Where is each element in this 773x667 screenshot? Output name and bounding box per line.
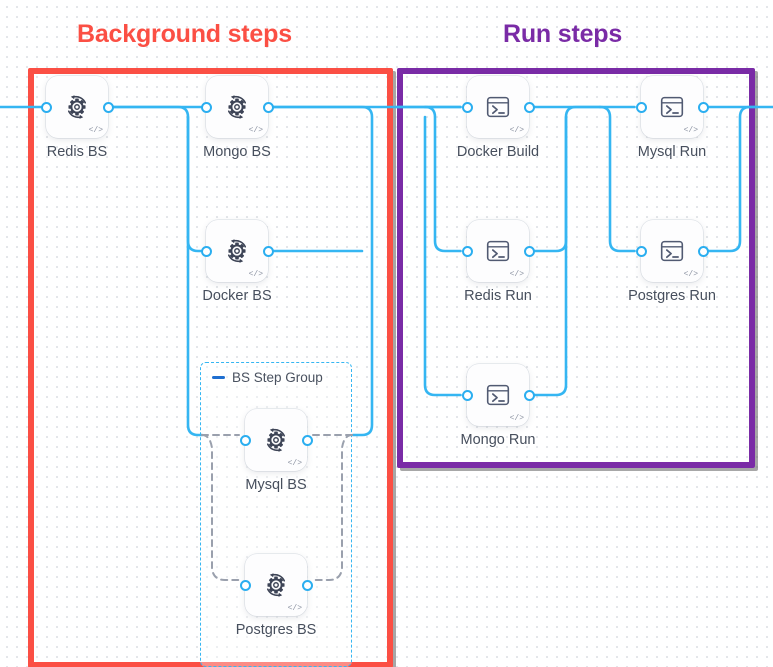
port-left-redis-bs[interactable]: [40, 101, 52, 113]
node-card-mongo-run[interactable]: </>: [467, 364, 529, 426]
step-group-label: BS Step Group: [232, 370, 323, 385]
port-left-redis-run[interactable]: [461, 245, 473, 257]
port-right-redis-bs[interactable]: [102, 101, 114, 113]
port-right-docker-bs[interactable]: [262, 245, 274, 257]
node-label-postgres-run: Postgres Run: [628, 288, 716, 304]
port-right-mongo-run[interactable]: [523, 389, 535, 401]
port-left-docker-bs[interactable]: [200, 245, 212, 257]
code-badge-icon[interactable]: </>: [287, 459, 302, 468]
node-label-redis-bs: Redis BS: [46, 144, 108, 160]
code-badge-icon[interactable]: </>: [509, 126, 524, 135]
node-postgres-bs[interactable]: </> Postgres BS: [236, 554, 316, 638]
node-label-mongo-bs: Mongo BS: [203, 144, 271, 160]
node-card-mongo-bs[interactable]: </>: [206, 76, 268, 138]
node-redis-run[interactable]: </> Redis Run: [461, 220, 535, 304]
section-title-run-steps: Run steps: [503, 20, 623, 48]
section-frame-run-steps: [397, 68, 755, 468]
port-left-mongo-bs[interactable]: [200, 101, 212, 113]
gear-sync-icon: [62, 92, 92, 122]
port-right-postgres-bs[interactable]: [301, 579, 313, 591]
port-left-postgres-bs[interactable]: [239, 579, 251, 591]
port-left-mongo-run[interactable]: [461, 389, 473, 401]
minus-dash-icon[interactable]: [212, 376, 225, 379]
gear-sync-icon: [222, 236, 252, 266]
terminal-icon: [657, 236, 687, 266]
port-right-redis-run[interactable]: [523, 245, 535, 257]
code-badge-icon[interactable]: </>: [509, 414, 524, 423]
node-card-mysql-bs[interactable]: </>: [245, 409, 307, 471]
node-mongo-run[interactable]: </> Mongo Run: [461, 364, 535, 448]
port-right-mongo-bs[interactable]: [262, 101, 274, 113]
code-badge-icon[interactable]: </>: [248, 126, 263, 135]
port-left-postgres-run[interactable]: [635, 245, 647, 257]
code-badge-icon[interactable]: </>: [88, 126, 103, 135]
gear-sync-icon: [222, 92, 252, 122]
node-docker-build[interactable]: </> Docker Build: [457, 76, 539, 160]
port-right-mysql-bs[interactable]: [301, 434, 313, 446]
node-card-redis-bs[interactable]: </>: [46, 76, 108, 138]
node-card-postgres-bs[interactable]: </>: [245, 554, 307, 616]
port-left-mysql-bs[interactable]: [239, 434, 251, 446]
node-postgres-run[interactable]: </> Postgres Run: [628, 220, 716, 304]
port-left-docker-build[interactable]: [461, 101, 473, 113]
node-docker-bs[interactable]: </> Docker BS: [200, 220, 274, 304]
section-frame-background-steps: [28, 68, 393, 667]
gear-sync-icon: [261, 425, 291, 455]
node-label-docker-bs: Docker BS: [202, 288, 272, 304]
terminal-icon: [657, 92, 687, 122]
terminal-icon: [483, 236, 513, 266]
terminal-icon: [483, 380, 513, 410]
node-card-docker-bs[interactable]: </>: [206, 220, 268, 282]
port-right-postgres-run[interactable]: [697, 245, 709, 257]
port-left-mysql-run[interactable]: [635, 101, 647, 113]
node-card-redis-run[interactable]: </>: [467, 220, 529, 282]
node-label-mysql-bs: Mysql BS: [245, 477, 307, 493]
node-label-mysql-run: Mysql Run: [637, 144, 707, 160]
port-right-mysql-run[interactable]: [697, 101, 709, 113]
code-badge-icon[interactable]: </>: [287, 604, 302, 613]
node-mysql-bs[interactable]: </> Mysql BS: [239, 409, 313, 493]
node-card-postgres-run[interactable]: </>: [641, 220, 703, 282]
code-badge-icon[interactable]: </>: [509, 270, 524, 279]
node-mysql-run[interactable]: </> Mysql Run: [635, 76, 709, 160]
node-label-docker-build: Docker Build: [456, 144, 540, 160]
gear-sync-icon: [261, 570, 291, 600]
node-redis-bs[interactable]: </> Redis BS: [40, 76, 114, 160]
step-group-header[interactable]: BS Step Group: [212, 370, 323, 385]
terminal-icon: [483, 92, 513, 122]
node-label-postgres-bs: Postgres BS: [235, 622, 317, 638]
code-badge-icon[interactable]: </>: [683, 126, 698, 135]
node-card-docker-build[interactable]: </>: [467, 76, 529, 138]
node-card-mysql-run[interactable]: </>: [641, 76, 703, 138]
node-mongo-bs[interactable]: </> Mongo BS: [200, 76, 274, 160]
port-right-docker-build[interactable]: [523, 101, 535, 113]
section-title-background-steps: Background steps: [77, 20, 292, 48]
node-label-mongo-run: Mongo Run: [460, 432, 536, 448]
node-label-redis-run: Redis Run: [464, 288, 532, 304]
code-badge-icon[interactable]: </>: [248, 270, 263, 279]
code-badge-icon[interactable]: </>: [683, 270, 698, 279]
